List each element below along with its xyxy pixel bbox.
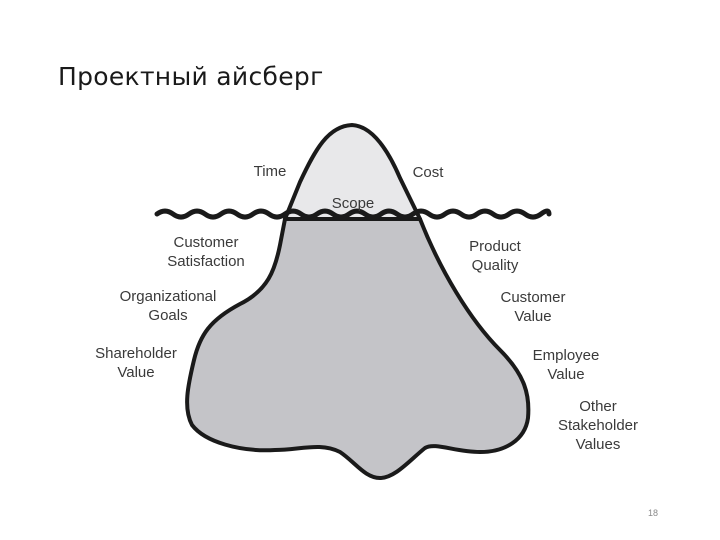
- label-other-stakeholder-values-text: Other Stakeholder Values: [557, 398, 639, 453]
- label-employee-value: Employee Value: [522, 346, 610, 384]
- label-employee-value-text: Employee Value: [532, 347, 600, 383]
- label-product-quality: Product Quality: [458, 237, 532, 275]
- label-product-quality-text: Product Quality: [469, 238, 521, 274]
- label-cost: Cost: [412, 164, 444, 181]
- iceberg-tip: [283, 123, 422, 221]
- label-customer-value-text: Customer Value: [500, 289, 566, 325]
- page-number: 18: [648, 508, 659, 518]
- label-organizational-goals: Organizational Goals: [110, 287, 226, 325]
- label-other-stakeholder-values: Other Stakeholder Values: [548, 397, 648, 454]
- label-customer-value: Customer Value: [490, 288, 576, 326]
- label-scope: Scope: [331, 195, 375, 212]
- label-shareholder-value: Shareholder Value: [84, 344, 188, 382]
- slide-title: Проектный айсберг: [58, 62, 324, 91]
- label-time: Time: [253, 163, 287, 180]
- label-customer-satisfaction: Customer Satisfaction: [158, 233, 254, 271]
- label-shareholder-value-text: Shareholder Value: [95, 345, 177, 381]
- label-organizational-goals-text: Organizational Goals: [119, 288, 217, 324]
- iceberg-submerged-body: [185, 217, 531, 480]
- waterline: [154, 208, 552, 220]
- label-customer-satisfaction-text: Customer Satisfaction: [167, 234, 245, 270]
